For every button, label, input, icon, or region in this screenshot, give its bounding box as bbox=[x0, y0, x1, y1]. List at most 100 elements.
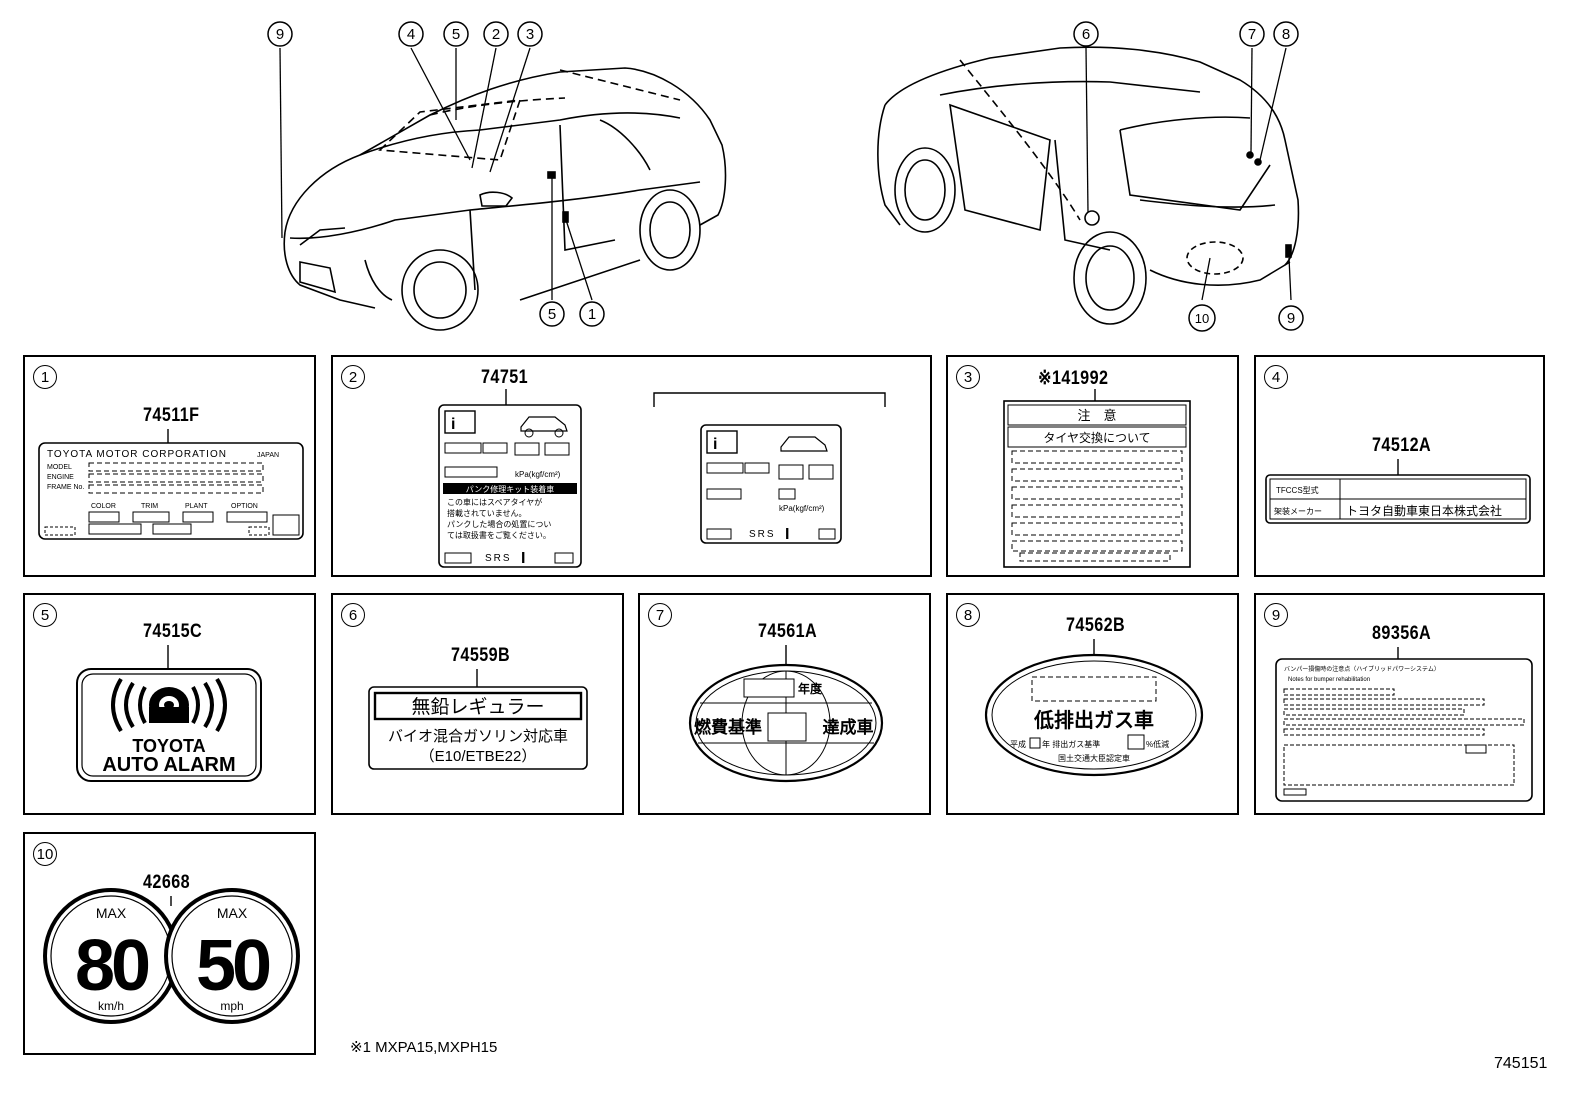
svg-text:FRAME No.: FRAME No. bbox=[47, 484, 84, 491]
svg-text:5: 5 bbox=[452, 26, 460, 43]
panel-number: 5 bbox=[33, 603, 57, 627]
svg-text:パンクした場合の処置につい: パンクした場合の処置につい bbox=[447, 519, 551, 529]
svg-text:ては取扱書をご覧ください。: ては取扱書をご覧ください。 bbox=[447, 530, 551, 540]
svg-text:MAX: MAX bbox=[96, 905, 127, 921]
illustration-code: 745151 bbox=[1494, 1055, 1548, 1072]
svg-text:Notes for bumper rehabilitatio: Notes for bumper rehabilitation bbox=[1288, 677, 1370, 683]
fuel-economy-oval: 年度 燃費基準 達成車 bbox=[688, 645, 884, 783]
svg-text:COLOR: COLOR bbox=[91, 503, 116, 510]
svg-text:この車にはスペアタイヤが: この車にはスペアタイヤが bbox=[447, 497, 542, 507]
front-callouts: 9 4 5 2 3 5 1 bbox=[267, 21, 605, 327]
panel-number: 9 bbox=[1264, 603, 1288, 627]
panel-5-auto-alarm-label: 5 74515C TOYOTA AUTO ALARM bbox=[23, 593, 316, 815]
part-number: 74515C bbox=[143, 621, 203, 642]
svg-text:kPa(kgf/cm²): kPa(kgf/cm²) bbox=[779, 504, 825, 513]
part-number: 89356A bbox=[1372, 623, 1432, 644]
panel-7-fuel-economy-label: 7 74561A 年度 燃費基準 達成車 bbox=[638, 593, 931, 815]
svg-text:7: 7 bbox=[1248, 26, 1256, 43]
panel-number: 6 bbox=[341, 603, 365, 627]
svg-text:燃費基準: 燃費基準 bbox=[694, 717, 762, 737]
svg-text:無鉛レギュラー: 無鉛レギュラー bbox=[411, 696, 544, 718]
panel-6-fuel-label: 6 74559B 無鉛レギュラー バイオ混合ガソリン対応車 （E10/ETBE2… bbox=[331, 593, 624, 815]
panel-10-speed-limit-label: 10 42668 MAX 80 km/h MAX 50 mph bbox=[23, 832, 316, 1055]
part-number: ※141992 bbox=[1038, 368, 1109, 389]
svg-text:年 排出ガス基準: 年 排出ガス基準 bbox=[1042, 739, 1100, 749]
panel-number: 8 bbox=[956, 603, 980, 627]
panel-1-vehicle-id-label: 1 74511F TOYOTA MOTOR CORPORATION JAPAN … bbox=[23, 355, 316, 577]
svg-text:TOYOTA: TOYOTA bbox=[132, 736, 205, 756]
svg-text:i: i bbox=[713, 436, 717, 453]
panel-3-tire-caution-label: 3 ※141992 注 意 タイヤ交換について bbox=[946, 355, 1239, 577]
svg-text:トヨタ自動車東日本株式会社: トヨタ自動車東日本株式会社 bbox=[1346, 503, 1502, 518]
panel-number: 3 bbox=[956, 365, 980, 389]
svg-text:mph: mph bbox=[220, 999, 243, 1013]
fuel-plate: 無鉛レギュラー バイオ混合ガソリン対応車 （E10/ETBE22） bbox=[368, 669, 588, 770]
callout-circle: 3 bbox=[517, 21, 543, 47]
callout-circle: 6 bbox=[1073, 21, 1099, 47]
panel-number: 4 bbox=[1264, 365, 1288, 389]
part-number: 42668 bbox=[143, 872, 191, 893]
svg-text:注 意: 注 意 bbox=[1077, 408, 1116, 423]
bumper-notice-plate: バンパー損傷時の注意点（ハイブリッドパワーシステム） Notes for bum… bbox=[1275, 647, 1533, 802]
panel-4-manufacturer-label: 4 74512A TFCCS型式 架装メーカー トヨタ自動車東日本株式会社 bbox=[1254, 355, 1545, 577]
svg-text:I: I bbox=[785, 526, 789, 543]
svg-text:2: 2 bbox=[492, 26, 500, 43]
alarm-waves-icon bbox=[111, 677, 227, 733]
rear-callouts: 6 7 8 10 9 bbox=[1073, 21, 1304, 332]
svg-text:ENGINE: ENGINE bbox=[47, 474, 74, 481]
tire-pressure-labels: i kPa(kgf/cm²) パンク修理キット装着車 この車にはスペアタイヤが … bbox=[438, 389, 886, 568]
callout-circle: 7 bbox=[1239, 21, 1265, 47]
svg-text:OPTION: OPTION bbox=[231, 503, 258, 510]
svg-text:国土交通大臣認定車: 国土交通大臣認定車 bbox=[1058, 753, 1130, 763]
svg-text:SRS: SRS bbox=[749, 529, 776, 540]
svg-text:（E10/ETBE22）: （E10/ETBE22） bbox=[420, 748, 537, 765]
svg-text:TOYOTA MOTOR CORPORATION: TOYOTA MOTOR CORPORATION bbox=[47, 449, 227, 460]
callout-circle: 9 bbox=[1278, 305, 1304, 331]
panel-number: 10 bbox=[33, 842, 57, 866]
svg-text:5: 5 bbox=[548, 306, 556, 323]
svg-text:9: 9 bbox=[1287, 310, 1295, 327]
svg-text:バンパー損傷時の注意点（ハイブリッドパワーシステム）: バンパー損傷時の注意点（ハイブリッドパワーシステム） bbox=[1284, 665, 1440, 673]
svg-text:低排出ガス車: 低排出ガス車 bbox=[1033, 708, 1154, 732]
callout-circle: 5 bbox=[443, 21, 469, 47]
callout-circle: 9 bbox=[267, 21, 293, 47]
svg-text:10: 10 bbox=[1195, 311, 1209, 326]
callout-circle: 2 bbox=[483, 21, 509, 47]
vehicle-id-plate: TOYOTA MOTOR CORPORATION JAPAN MODEL ENG… bbox=[38, 429, 304, 540]
panel-number: 7 bbox=[648, 603, 672, 627]
svg-text:TRIM: TRIM bbox=[141, 503, 158, 510]
panel-9-bumper-notice-label: 9 89356A バンパー損傷時の注意点（ハイブリッドパワーシステム） Note… bbox=[1254, 593, 1545, 815]
tire-caution-plate: 注 意 タイヤ交換について bbox=[1003, 389, 1191, 568]
svg-text:4: 4 bbox=[407, 26, 415, 43]
svg-text:MAX: MAX bbox=[217, 905, 248, 921]
callout-circle: 5 bbox=[539, 301, 565, 327]
callout-circle: 10 bbox=[1188, 304, 1216, 332]
svg-text:PLANT: PLANT bbox=[185, 503, 208, 510]
part-number: 74559B bbox=[451, 645, 511, 666]
svg-text:タイヤ交換について: タイヤ交換について bbox=[1043, 430, 1150, 445]
svg-text:バイオ混合ガソリン対応車: バイオ混合ガソリン対応車 bbox=[388, 728, 568, 745]
part-number: 74561A bbox=[758, 621, 818, 642]
svg-text:パンク修理キット装着車: パンク修理キット装着車 bbox=[466, 484, 554, 494]
front-car-illustration bbox=[283, 67, 727, 331]
callout-circle: 1 bbox=[579, 301, 605, 327]
svg-text:kPa(kgf/cm²): kPa(kgf/cm²) bbox=[515, 470, 561, 479]
panel-number: 2 bbox=[341, 365, 365, 389]
svg-text:%低減: %低減 bbox=[1146, 739, 1169, 749]
svg-text:50: 50 bbox=[196, 926, 270, 1006]
svg-text:架装メーカー: 架装メーカー bbox=[1274, 506, 1322, 516]
speed-limit-discs: MAX 80 km/h MAX 50 mph bbox=[43, 888, 300, 1024]
svg-text:平成: 平成 bbox=[1010, 739, 1026, 749]
panel-8-low-emission-label: 8 74562B 低排出ガス車 平成 年 排出ガス基準 %低減 国土交通大臣認定… bbox=[946, 593, 1239, 815]
part-number: 74512A bbox=[1372, 435, 1432, 456]
svg-text:JAPAN: JAPAN bbox=[257, 452, 279, 459]
low-emission-oval: 低排出ガス車 平成 年 排出ガス基準 %低減 国土交通大臣認定車 bbox=[984, 639, 1204, 777]
svg-text:9: 9 bbox=[276, 26, 284, 43]
callout-circle: 4 bbox=[398, 21, 424, 47]
svg-text:I: I bbox=[521, 550, 525, 567]
svg-text:6: 6 bbox=[1082, 26, 1090, 43]
svg-text:km/h: km/h bbox=[98, 999, 124, 1013]
vehicle-illustrations: 9 4 5 2 3 5 1 6 7 8 10 9 bbox=[267, 21, 1304, 332]
svg-text:搭載されていません。: 搭載されていません。 bbox=[447, 508, 527, 518]
part-number: 74751 bbox=[481, 367, 529, 388]
